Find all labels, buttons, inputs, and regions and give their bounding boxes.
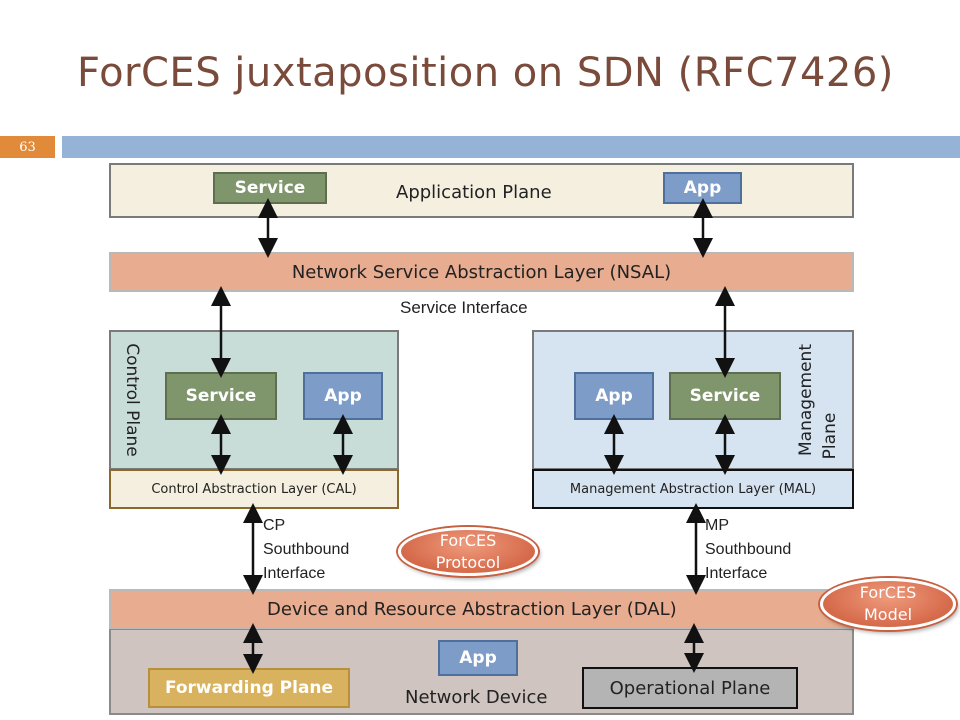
mp-southbound-line1: MP [705, 517, 729, 534]
control-plane-app-box: App [303, 372, 383, 420]
nsal-layer: Network Service Abstraction Layer (NSAL) [109, 252, 854, 292]
operational-plane-box: Operational Plane [582, 667, 798, 709]
mal-layer: Management Abstraction Layer (MAL) [532, 469, 854, 509]
header-accent-bar [62, 136, 960, 158]
mp-southbound-line2: Southbound [705, 541, 792, 558]
cp-southbound-line3: Interface [263, 565, 326, 582]
cp-southbound-label: CP Southbound Interface [263, 514, 349, 586]
cp-southbound-line2: Southbound [263, 541, 350, 558]
control-plane-label: Control Plane [122, 343, 142, 457]
management-plane-label-line1: Management [796, 344, 816, 456]
forwarding-plane-box: Forwarding Plane [148, 668, 350, 708]
forces-model-line2: Model [863, 605, 913, 624]
control-plane-service-box: Service [165, 372, 277, 420]
cp-southbound-line1: CP [263, 517, 286, 534]
forces-protocol-line1: ForCES [439, 530, 497, 550]
mp-southbound-line3: Interface [705, 565, 768, 582]
network-device-app-box: App [438, 640, 518, 676]
mp-southbound-label: MP Southbound Interface [705, 514, 791, 586]
slide-title: ForCES juxtaposition on SDN (RFC7426) [77, 50, 894, 96]
forces-model-bubble: ForCES Model [820, 578, 956, 630]
app-plane-app-box: App [663, 172, 742, 204]
network-device-label: Network Device [405, 687, 548, 708]
forces-protocol-bubble: ForCES Protocol [398, 527, 538, 576]
app-plane-service-box: Service [213, 172, 327, 204]
management-plane-app-box: App [574, 372, 654, 420]
forces-model-line1: ForCES [859, 583, 917, 602]
slide-number: 63 [0, 136, 55, 158]
forces-protocol-line2: Protocol [435, 552, 501, 572]
service-interface-label: Service Interface [400, 298, 528, 317]
dal-layer: Device and Resource Abstraction Layer (D… [109, 589, 854, 629]
application-plane-label: Application Plane [396, 182, 552, 203]
cal-layer: Control Abstraction Layer (CAL) [109, 469, 399, 509]
management-plane-service-box: Service [669, 372, 781, 420]
